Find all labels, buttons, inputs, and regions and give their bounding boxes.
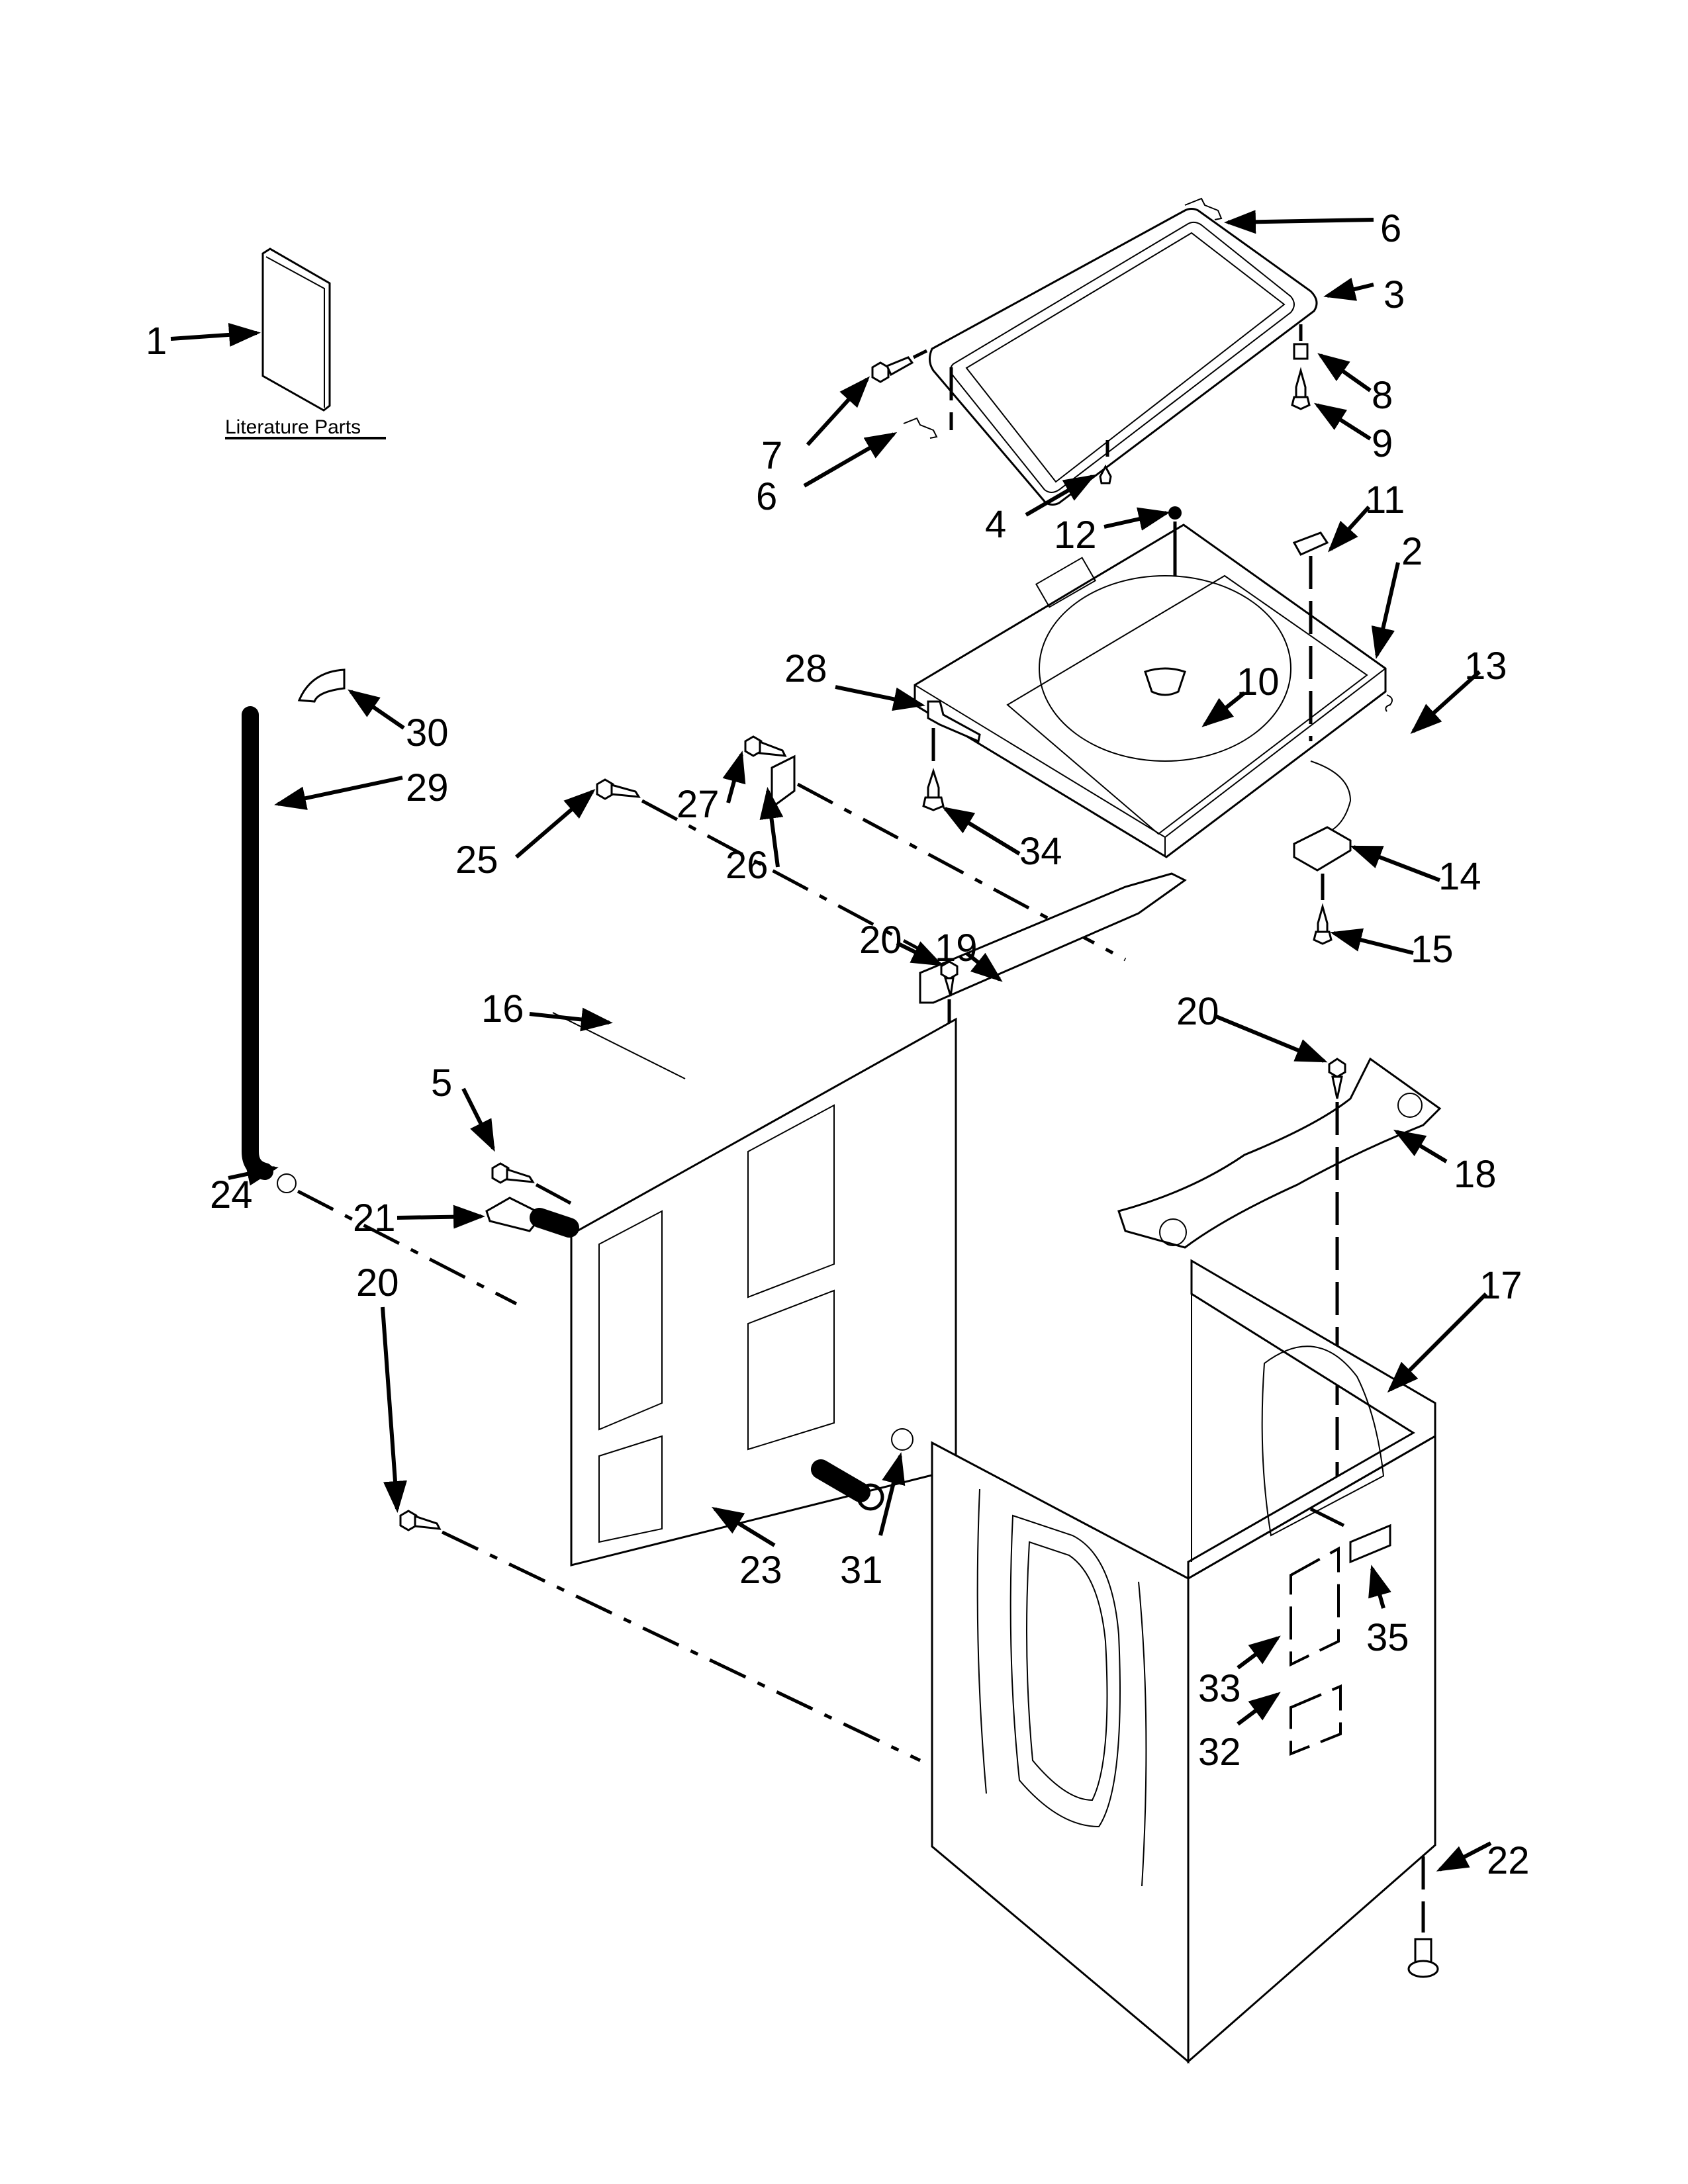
callout-16: 16 [481,987,524,1030]
screw-7 [871,356,914,383]
callout-34: 34 [1019,830,1062,873]
hose-hook-30 [297,668,346,703]
callout-24: 24 [210,1173,253,1216]
inlet-valve-21 [485,1197,579,1238]
callout-20-middle: 20 [859,919,902,962]
screw-5 [491,1162,535,1184]
literature-parts-title: Literature Parts [225,416,361,438]
hose-clamp-31 [891,1428,914,1451]
callout-21: 21 [353,1197,396,1240]
screw-34 [922,768,945,811]
lid-bumper-4 [1099,464,1112,484]
drain-hose-29 [242,706,273,1180]
lid-switch-actuator-11 [1292,531,1329,556]
callout-27: 27 [677,783,720,826]
bracket-26 [771,754,796,809]
callout-13: 13 [1464,645,1507,688]
hinge-pin-bottom [903,417,938,439]
callout-17: 17 [1479,1264,1523,1307]
callout-4: 4 [985,503,1006,546]
cabinet-17 [931,1259,1436,2064]
callout-19: 19 [935,927,978,970]
callout-6-top: 6 [1380,207,1401,250]
leader-arrows [170,210,1492,1872]
callout-20-right: 20 [1176,990,1219,1033]
hinge-pin-top [1184,197,1223,220]
callout-31: 31 [840,1549,883,1592]
leveling-leg-22 [1407,1938,1439,1978]
screw-20-middle [940,960,959,997]
screw-27 [744,735,787,757]
cable-tie-16 [552,1012,686,1079]
screw-20-left [399,1510,442,1531]
callout-5: 5 [431,1062,452,1105]
callout-20-left: 20 [356,1261,399,1304]
callout-9: 9 [1372,422,1393,465]
callout-15: 15 [1411,928,1454,971]
callout-6-bottom: 6 [756,475,777,518]
lid [929,208,1318,506]
screw-25 [596,778,641,800]
top-panel [914,523,1387,858]
screw-20-right [1328,1058,1346,1099]
lid-switch-14 [1293,826,1352,872]
screw-9 [1291,367,1311,410]
screw-12 [1168,506,1182,520]
callout-12: 12 [1054,514,1097,557]
callout-18: 18 [1454,1153,1497,1196]
clip-8 [1293,343,1309,360]
callout-2: 2 [1401,530,1423,573]
clip-13 [1385,694,1393,712]
screw-15 [1313,903,1333,945]
callout-14: 14 [1438,855,1481,898]
callout-7: 7 [761,434,782,477]
callout-25: 25 [455,839,498,882]
callout-29: 29 [406,766,449,809]
callout-1: 1 [146,320,167,363]
rear-panel-23 [570,1017,957,1567]
hinge-bracket-28 [927,700,981,743]
callout-30: 30 [406,711,449,754]
literature-booklet [261,248,331,412]
front-brace-18 [1117,1057,1442,1249]
callout-23: 23 [739,1549,782,1592]
callout-33: 33 [1198,1667,1241,1710]
callout-10: 10 [1237,660,1280,704]
callout-28: 28 [784,647,827,690]
callout-labels: 1 6 3 8 9 7 6 4 12 11 2 28 10 13 30 29 2… [146,207,1530,1882]
callout-26: 26 [726,844,769,887]
callout-35: 35 [1366,1616,1409,1659]
callout-32: 32 [1198,1731,1241,1774]
hose-clamp-24 [277,1173,297,1193]
callout-8: 8 [1372,374,1393,417]
nameplate-35 [1349,1524,1391,1564]
callout-3: 3 [1383,273,1405,316]
callout-11: 11 [1365,478,1405,522]
callout-22: 22 [1487,1839,1530,1882]
